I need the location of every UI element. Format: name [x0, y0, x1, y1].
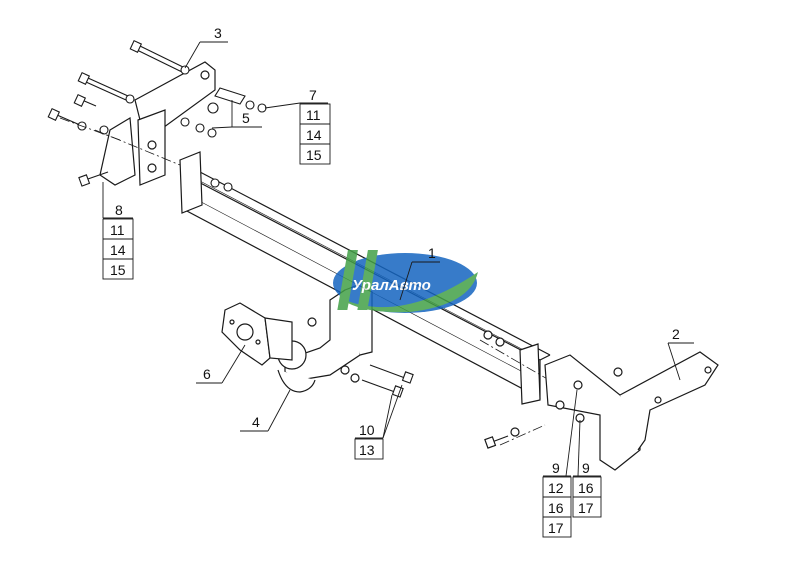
callout-10: 10	[359, 422, 375, 438]
right-bracket	[483, 330, 719, 471]
callout-8-sub-2: 14	[110, 242, 126, 258]
callout-9b: 9	[582, 460, 590, 476]
left-bracket	[99, 61, 216, 186]
callout-9a: 9	[552, 460, 560, 476]
callout-4: 4	[252, 414, 260, 430]
left-bolts	[47, 39, 267, 192]
callout-9a-sub-1: 12	[548, 480, 564, 496]
callout-8-sub-1: 11	[110, 222, 125, 238]
watermark-text: УралАвто	[352, 277, 431, 294]
callout-9b-sub-2: 17	[578, 500, 594, 516]
callout-8-sub-3: 15	[110, 262, 126, 278]
callout-labels: 3 7 11 14 15 5 8 11 14 15 1 2 6 4 10 13 …	[110, 25, 680, 536]
callout-7-sub-3: 15	[306, 147, 322, 163]
leader-lines	[102, 41, 694, 477]
callout-7: 7	[309, 87, 317, 103]
callout-9a-sub-3: 17	[548, 520, 564, 536]
callout-2: 2	[672, 326, 680, 342]
callout-7-sub-2: 14	[306, 127, 322, 143]
callout-5: 5	[242, 110, 250, 126]
callout-6: 6	[203, 366, 211, 382]
alignment-lines	[59, 117, 576, 446]
callout-10-sub-1: 13	[359, 442, 375, 458]
callout-3: 3	[214, 25, 222, 41]
socket-bracket	[221, 302, 317, 366]
callout-7-sub-1: 11	[306, 107, 321, 123]
callout-boxes	[102, 103, 602, 538]
callout-9b-sub-1: 16	[578, 480, 594, 496]
uralavto-watermark: УралАвто	[333, 250, 478, 313]
callout-8: 8	[115, 202, 123, 218]
lower-bolts	[361, 364, 414, 398]
callout-1: 1	[428, 245, 436, 261]
callout-9a-sub-2: 16	[548, 500, 564, 516]
